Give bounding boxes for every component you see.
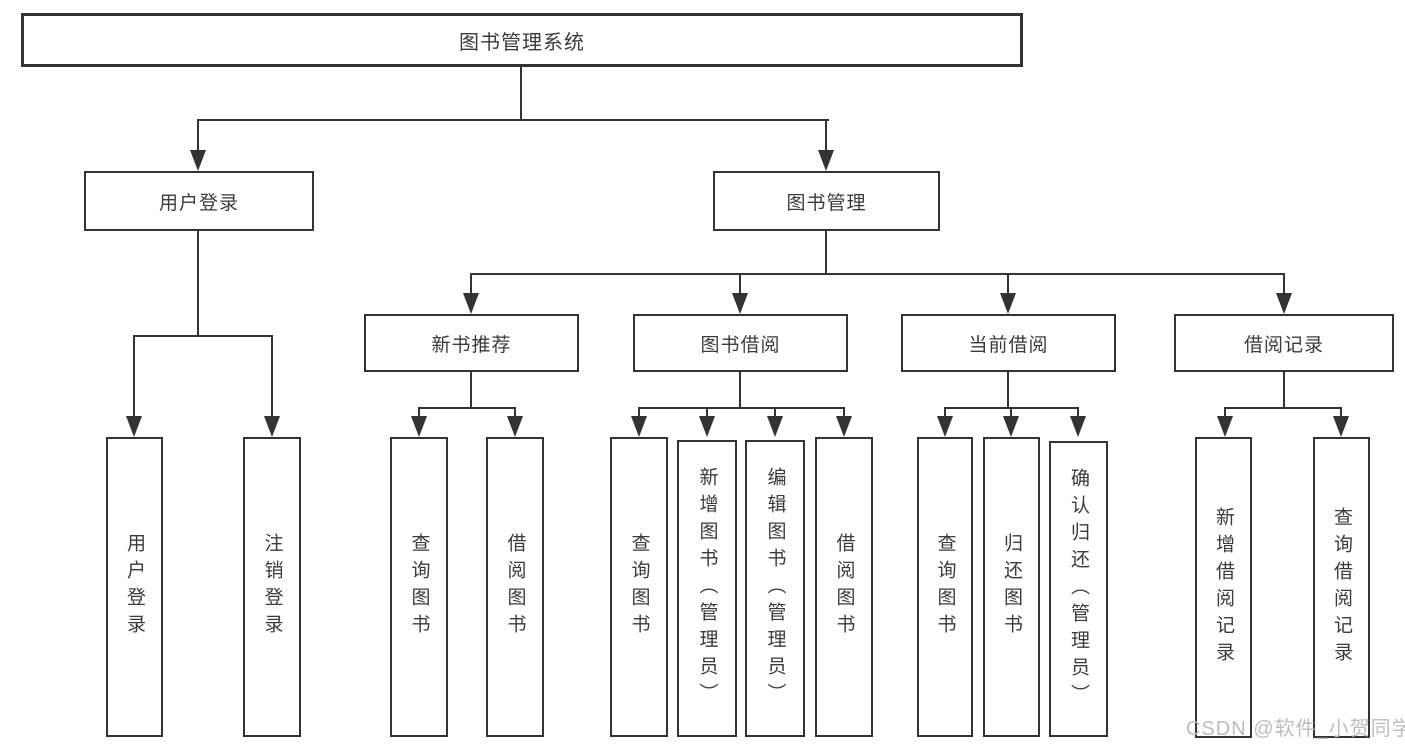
connector-stem-bb-add [706, 407, 708, 417]
arrowhead-nb-borrow [507, 416, 523, 437]
arrowhead-bb-add [699, 416, 715, 437]
connector-stem-br-query [1340, 407, 1342, 417]
leaf-cb-query-books: 查询图书 [917, 437, 973, 737]
leaf-nb-query-books-label: 查询图书 [408, 533, 430, 641]
node-book-borrow-label: 图书借阅 [700, 334, 781, 356]
leaf-cb-return-books-label: 归还图书 [1001, 533, 1022, 641]
connector-stem-bb-query [638, 407, 640, 417]
connector-book-management-vertical [825, 231, 827, 273]
connector-stem-user-login [197, 119, 199, 151]
connector-new-book-horizontal [418, 407, 516, 409]
leaf-cb-confirm-return-admin-label: 确认归还（管理员） [1068, 467, 1089, 711]
connector-user-login-vertical [197, 231, 199, 335]
node-book-management-label: 图书管理 [786, 192, 867, 214]
leaf-cb-query-books-label: 查询图书 [934, 533, 956, 641]
connector-stem-nb-borrow [514, 407, 516, 417]
arrowhead-borrow-record [1276, 293, 1292, 314]
leaf-br-add-record: 新增借阅记录 [1195, 437, 1252, 738]
arrowhead-bb-edit [767, 416, 783, 437]
leaf-nb-query-books: 查询图书 [390, 437, 448, 737]
connector-stem-current-borrow [1007, 273, 1009, 293]
connector-stem-leaf-logout [271, 335, 273, 416]
connector-root-vertical [520, 67, 522, 120]
node-book-management: 图书管理 [713, 171, 940, 231]
arrowhead-current-borrow [1000, 293, 1016, 314]
node-borrow-record-label: 借阅记录 [1243, 334, 1324, 356]
arrowhead-bb-borrow [836, 416, 852, 437]
arrowhead-leaf-login [126, 416, 142, 437]
leaf-bb-edit-books-admin-label: 编辑图书（管理员） [764, 467, 786, 710]
leaf-br-query-record-label: 查询借阅记录 [1331, 506, 1352, 669]
connector-stem-bb-edit [774, 407, 776, 417]
connector-new-book-vertical [470, 372, 472, 407]
connector-stem-new-book [470, 273, 472, 293]
connector-stem-cb-return [1010, 407, 1012, 417]
arrowhead-book-borrow [732, 293, 748, 314]
connector-stem-cb-query [944, 407, 946, 417]
arrowhead-user-login [190, 150, 206, 171]
connector-book-borrow-horizontal [638, 407, 845, 409]
connector-stem-leaf-login [133, 335, 135, 416]
leaf-bb-query-books: 查询图书 [610, 437, 668, 737]
connector-stem-nb-query [418, 407, 420, 417]
arrowhead-cb-query [937, 416, 953, 437]
leaf-cb-confirm-return-admin: 确认归还（管理员） [1049, 441, 1108, 737]
leaf-bb-borrow-books-label: 借阅图书 [833, 533, 855, 641]
arrowhead-leaf-logout [264, 416, 280, 437]
leaf-user-login: 用户登录 [106, 437, 163, 737]
connector-root-horizontal [197, 119, 829, 121]
leaf-bb-borrow-books: 借阅图书 [815, 437, 873, 737]
node-user-login: 用户登录 [84, 171, 314, 231]
connector-stem-bb-borrow [843, 407, 845, 417]
node-current-borrow-label: 当前借阅 [968, 334, 1049, 356]
csdn-watermark: CSDN @软件_小贺同学 [1186, 718, 1405, 740]
connector-book-borrow-vertical [739, 372, 741, 407]
arrowhead-book-management [818, 150, 834, 171]
node-book-borrow: 图书借阅 [633, 314, 848, 372]
arrowhead-nb-query [411, 416, 427, 437]
node-new-book-recommend-label: 新书推荐 [431, 334, 512, 356]
node-new-book-recommend: 新书推荐 [364, 314, 579, 372]
connector-book-management-horizontal [470, 273, 1285, 275]
connector-borrow-record-horizontal [1224, 407, 1342, 409]
node-borrow-record: 借阅记录 [1174, 314, 1394, 372]
connector-stem-br-add [1224, 407, 1226, 417]
leaf-nb-borrow-books: 借阅图书 [486, 437, 544, 737]
leaf-bb-add-books-admin: 新增图书（管理员） [677, 440, 737, 737]
arrowhead-cb-return [1003, 416, 1019, 437]
leaf-br-query-record: 查询借阅记录 [1313, 437, 1370, 738]
leaf-user-login-label: 用户登录 [124, 533, 145, 641]
connector-user-login-horizontal [133, 335, 273, 337]
node-root: 图书管理系统 [21, 13, 1023, 67]
leaf-br-add-record-label: 新增借阅记录 [1213, 506, 1234, 669]
connector-stem-book-management [825, 119, 827, 151]
arrowhead-br-add [1217, 416, 1233, 437]
connector-borrow-record-vertical [1283, 372, 1285, 407]
leaf-logout: 注销登录 [243, 437, 301, 737]
node-root-label: 图书管理系统 [459, 31, 585, 54]
arrowhead-br-query [1333, 416, 1349, 437]
leaf-bb-edit-books-admin: 编辑图书（管理员） [745, 440, 805, 737]
connector-current-borrow-vertical [1007, 372, 1009, 407]
leaf-logout-label: 注销登录 [261, 533, 283, 641]
node-user-login-label: 用户登录 [158, 192, 239, 214]
leaf-cb-return-books: 归还图书 [983, 437, 1040, 737]
arrowhead-bb-query [631, 416, 647, 437]
connector-stem-borrow-record [1283, 273, 1285, 293]
node-current-borrow: 当前借阅 [901, 314, 1116, 372]
connector-stem-book-borrow [739, 273, 741, 293]
arrowhead-cb-confirm [1070, 416, 1086, 437]
leaf-nb-borrow-books-label: 借阅图书 [504, 533, 526, 641]
leaf-bb-query-books-label: 查询图书 [628, 533, 650, 641]
connector-stem-cb-confirm [1077, 407, 1079, 417]
arrowhead-new-book [463, 293, 479, 314]
leaf-bb-add-books-admin-label: 新增图书（管理员） [696, 467, 718, 710]
